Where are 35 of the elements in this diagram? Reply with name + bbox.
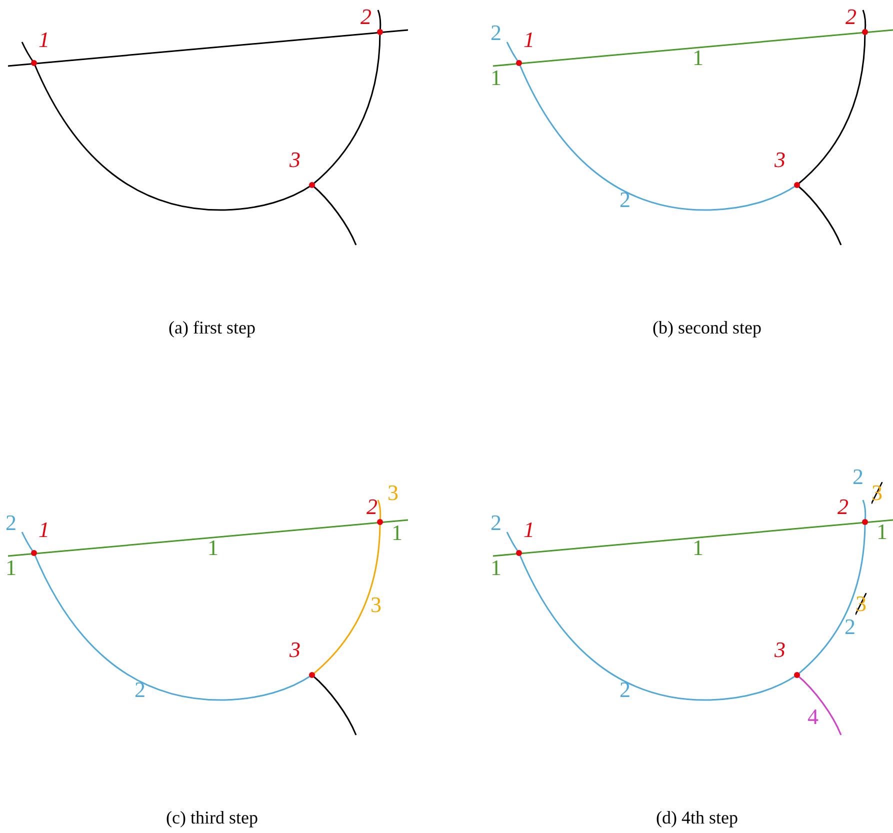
point-number: 1 — [38, 519, 50, 541]
point-number: 2 — [846, 6, 856, 28]
point-number: 3 — [774, 149, 786, 171]
figure-caption: (a) first step — [168, 318, 256, 338]
segment-number: 2 — [844, 616, 856, 638]
segment-number: 3 — [370, 594, 382, 616]
segment-number: 3 — [388, 482, 398, 504]
point-number: 2 — [360, 6, 372, 28]
point-number: 1 — [524, 29, 534, 51]
point-number: 3 — [290, 149, 300, 171]
point-number: 1 — [524, 519, 534, 541]
segment-number: 2 — [134, 679, 146, 701]
figure-caption: (d) 4th step — [656, 808, 738, 828]
segment-number: 1 — [6, 557, 16, 579]
segment-number: 1 — [692, 537, 704, 559]
segment-number: 1 — [392, 522, 402, 544]
segment-number: 2 — [490, 512, 502, 534]
segment-number: 2 — [852, 466, 864, 488]
point-number: 1 — [38, 29, 50, 51]
segment-number: 1 — [490, 67, 502, 89]
segment-number: 1 — [876, 521, 888, 543]
segment-number: 2 — [620, 679, 630, 701]
segment-number: 1 — [208, 537, 218, 559]
point-number: 2 — [838, 496, 848, 518]
figure-caption: (b) second step — [652, 318, 762, 338]
figure-caption: (c) third step — [166, 808, 258, 828]
segment-number: 1 — [692, 47, 704, 69]
segment-number: 4 — [808, 706, 818, 728]
segment-number: 2 — [620, 189, 630, 211]
point-number: 3 — [290, 639, 300, 661]
point-number: 3 — [774, 639, 786, 661]
segment-number: 2 — [490, 22, 502, 44]
segment-number: 1 — [490, 557, 502, 579]
point-number: 2 — [366, 496, 378, 518]
segment-number: 2 — [6, 512, 16, 534]
